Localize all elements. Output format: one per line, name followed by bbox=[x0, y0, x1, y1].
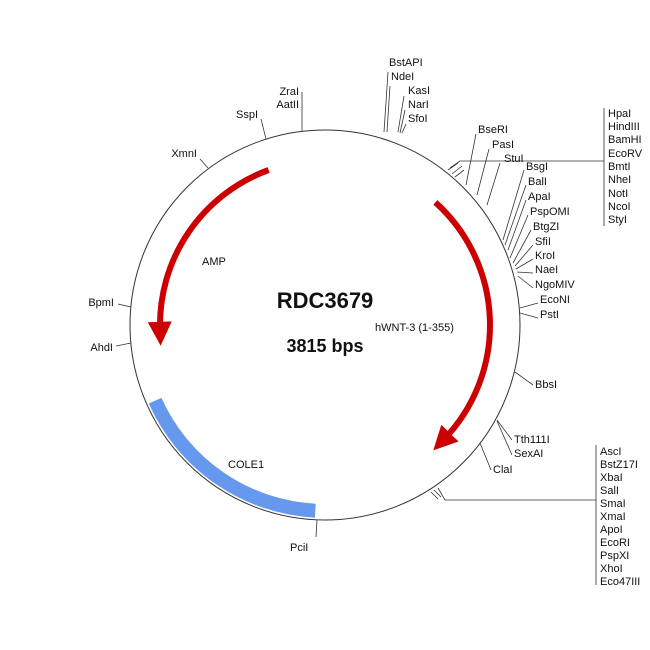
site-stui[interactable]: StuI bbox=[504, 153, 524, 165]
site-ecori[interactable]: EcoRI bbox=[600, 537, 630, 549]
site-xmai[interactable]: XmaI bbox=[600, 511, 626, 523]
site-bstapi[interactable]: BstAPI bbox=[389, 57, 423, 69]
feature-amp-arrow[interactable] bbox=[147, 167, 270, 346]
site-naei[interactable]: NaeI bbox=[535, 264, 558, 276]
site-apai[interactable]: ApaI bbox=[528, 191, 551, 203]
site-sfoi[interactable]: SfoI bbox=[408, 113, 428, 125]
site-apoi[interactable]: ApoI bbox=[600, 524, 623, 536]
site-bseri[interactable]: BseRI bbox=[478, 124, 508, 136]
site-ngomiv[interactable]: NgoMIV bbox=[535, 279, 575, 291]
site-ncoi[interactable]: NcoI bbox=[608, 201, 631, 213]
mcs2-site-list: AscI BstZ17I XbaI SalI SmaI XmaI ApoI Ec… bbox=[600, 446, 640, 588]
feature-label-cole1: COLE1 bbox=[228, 459, 264, 471]
site-eco47iii[interactable]: Eco47III bbox=[600, 576, 640, 588]
site-sfii[interactable]: SfiI bbox=[535, 236, 551, 248]
site-psti[interactable]: PstI bbox=[540, 309, 559, 321]
plasmid-size: 3815 bps bbox=[286, 336, 363, 356]
site-sexai[interactable]: SexAI bbox=[514, 448, 543, 460]
site-hpai[interactable]: HpaI bbox=[608, 108, 631, 120]
site-econi[interactable]: EcoNI bbox=[540, 294, 570, 306]
site-aatii[interactable]: AatII bbox=[276, 99, 299, 111]
feature-label-hwnt3: hWNT-3 (1-355) bbox=[375, 322, 454, 334]
site-tth111i[interactable]: Tth111I bbox=[514, 434, 550, 446]
site-sspi[interactable]: SspI bbox=[236, 109, 258, 121]
site-hindiii[interactable]: HindIII bbox=[608, 121, 640, 133]
backbone-circle bbox=[129, 129, 521, 521]
site-nhei[interactable]: NheI bbox=[608, 174, 631, 186]
site-bpmi[interactable]: BpmI bbox=[88, 297, 114, 309]
site-xhoi[interactable]: XhoI bbox=[600, 563, 623, 575]
site-bali[interactable]: BalI bbox=[528, 176, 547, 188]
site-pcii[interactable]: PciI bbox=[290, 542, 308, 554]
site-pspxi[interactable]: PspXI bbox=[600, 550, 629, 562]
site-ecorv[interactable]: EcoRV bbox=[608, 148, 643, 160]
plasmid-name: RDC3679 bbox=[277, 288, 374, 313]
site-bsgi[interactable]: BsgI bbox=[526, 161, 548, 173]
site-leader-lines bbox=[115, 71, 605, 585]
site-xmni[interactable]: XmnI bbox=[171, 148, 197, 160]
feature-hwnt3-arrow[interactable] bbox=[433, 200, 493, 451]
site-bamhi[interactable]: BamHI bbox=[608, 134, 642, 146]
site-pasi[interactable]: PasI bbox=[492, 139, 514, 151]
site-labels: BstAPI NdeI KasI NarI SfoI ZraI AatII Ss… bbox=[88, 57, 642, 588]
site-zrai[interactable]: ZraI bbox=[279, 86, 299, 98]
site-bmti[interactable]: BmtI bbox=[608, 161, 631, 173]
site-kasi[interactable]: KasI bbox=[408, 85, 430, 97]
site-sali[interactable]: SalI bbox=[600, 485, 619, 497]
site-asci[interactable]: AscI bbox=[600, 446, 621, 458]
site-xbai[interactable]: XbaI bbox=[600, 472, 623, 484]
site-ndei[interactable]: NdeI bbox=[391, 71, 414, 83]
site-ahdi[interactable]: AhdI bbox=[90, 342, 113, 354]
site-bbsi[interactable]: BbsI bbox=[535, 379, 557, 391]
site-bstz17i[interactable]: BstZ17I bbox=[600, 459, 638, 471]
site-kroi[interactable]: KroI bbox=[535, 250, 555, 262]
site-styi[interactable]: StyI bbox=[608, 214, 627, 226]
site-psppomi[interactable]: PspOMI bbox=[530, 206, 570, 218]
site-smai[interactable]: SmaI bbox=[600, 498, 626, 510]
feature-label-amp: AMP bbox=[202, 256, 226, 268]
site-noti[interactable]: NotI bbox=[608, 188, 628, 200]
site-clai[interactable]: ClaI bbox=[493, 464, 513, 476]
site-btgzi[interactable]: BtgZI bbox=[533, 221, 559, 233]
site-nari[interactable]: NarI bbox=[408, 99, 429, 111]
feature-cole1-bar[interactable] bbox=[148, 397, 316, 518]
mcs1-site-list: HpaI HindIII BamHI EcoRV BmtI NheI NotI … bbox=[608, 108, 643, 226]
